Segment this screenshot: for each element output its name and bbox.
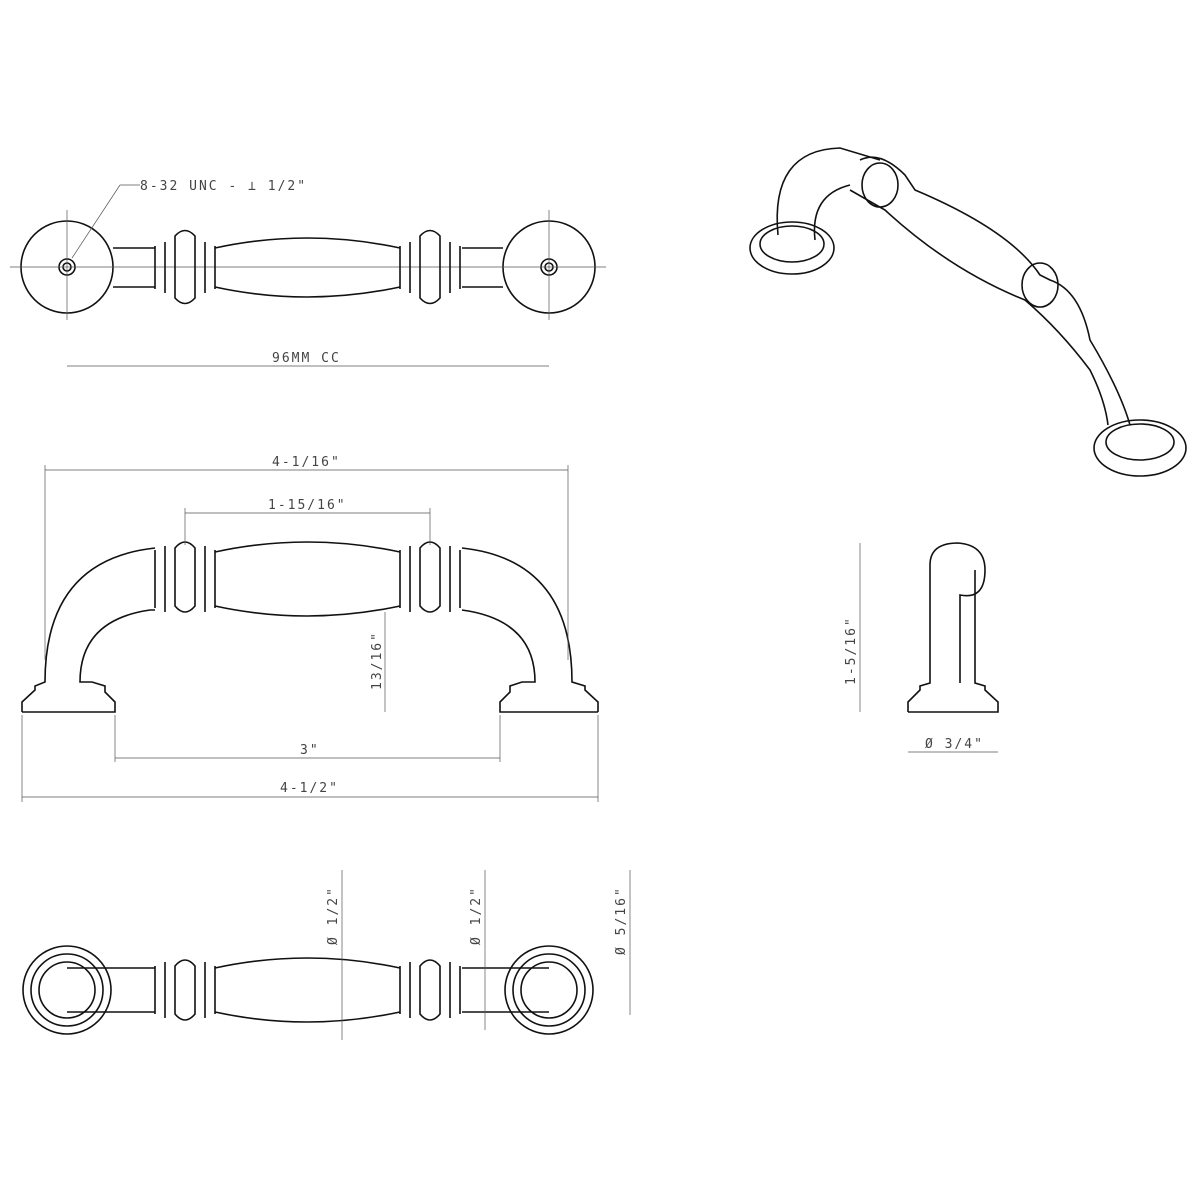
barrel-diameter-label: Ø 1/2" xyxy=(326,886,341,945)
barrel-length-label: 1-15/16" xyxy=(268,498,347,513)
side-view: 1-5/16" Ø 3/4" xyxy=(844,542,999,753)
inner-span-label: 3" xyxy=(300,743,320,758)
top-view: 8-32 UNC - ⊥ 1/2" 96MM CC xyxy=(10,179,606,367)
leg-diameter-label: Ø 5/16" xyxy=(614,886,629,955)
overall-length-label: 4-1/2" xyxy=(280,781,339,796)
side-height-label: 1-5/16" xyxy=(844,616,859,685)
front-view: 4-1/16" 1-15/16" 13/16" 3" 4-1/2" xyxy=(21,455,599,802)
base-diameter-label: Ø 3/4" xyxy=(925,737,984,752)
overall-top-label: 4-1/16" xyxy=(272,455,341,470)
isometric-view xyxy=(749,147,1187,477)
clearance-label: 13/16" xyxy=(370,631,385,690)
collar-diameter-label: Ø 1/2" xyxy=(469,886,484,945)
bottom-view: Ø 1/2" Ø 1/2" Ø 5/16" xyxy=(22,870,631,1040)
center-to-center-label: 96MM CC xyxy=(272,351,341,366)
thread-note: 8-32 UNC - ⊥ 1/2" xyxy=(140,179,307,194)
